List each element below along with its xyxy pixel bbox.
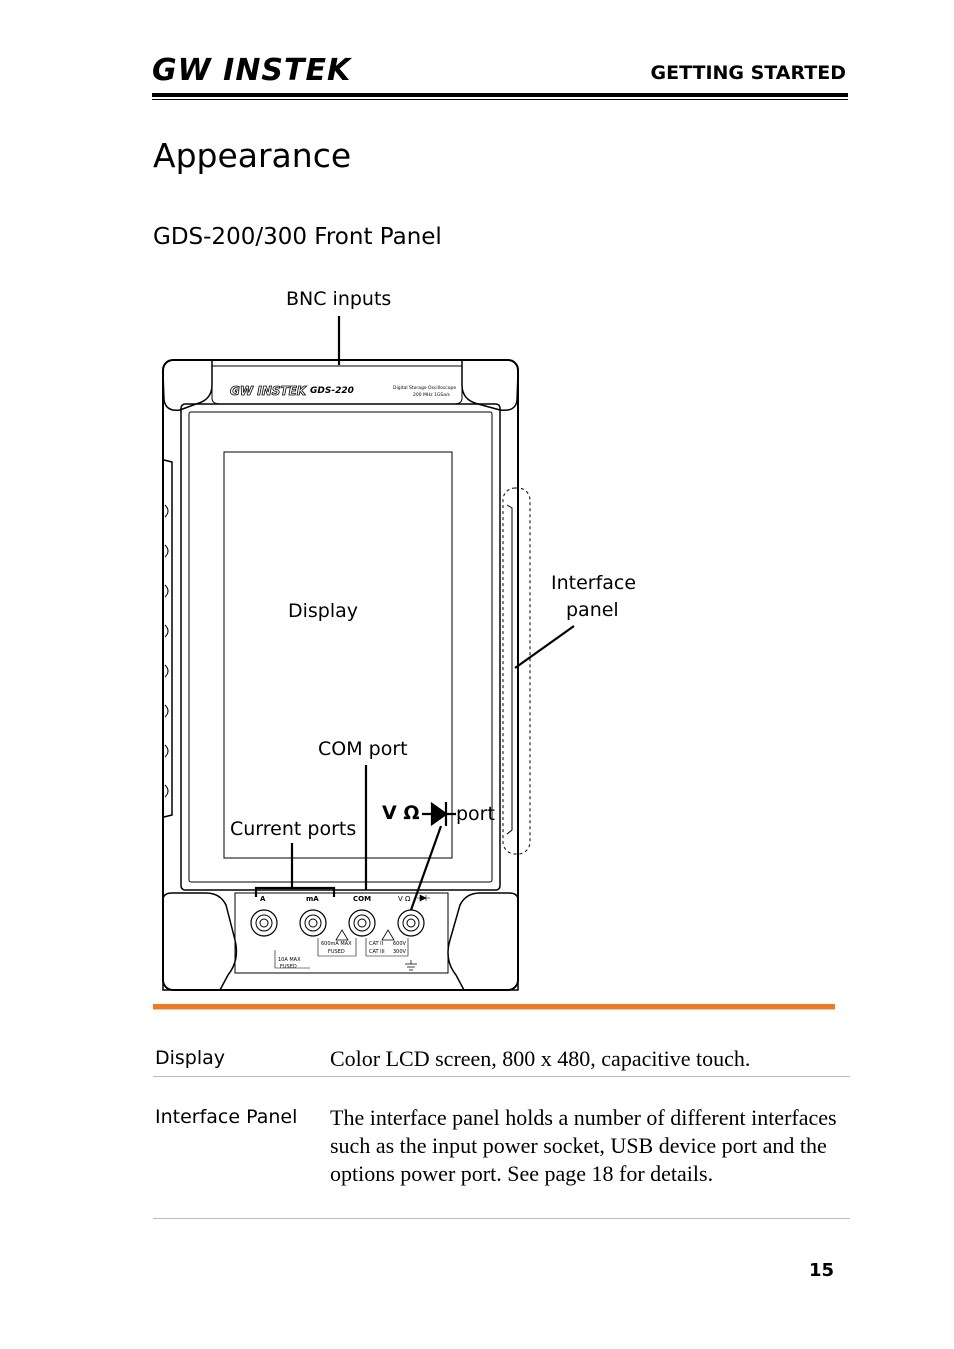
- brand-logo: GW INSTEK: [152, 53, 352, 88]
- header-rule-thin: [152, 99, 848, 100]
- term-display: Display: [155, 1047, 226, 1069]
- term-interface-panel: Interface Panel: [155, 1106, 298, 1128]
- ground-icon: [405, 960, 417, 971]
- row-divider-2: [153, 1218, 850, 1219]
- diode-icon: [422, 801, 456, 827]
- callout-interface-line2: panel: [566, 599, 619, 621]
- warning-icon-2: [381, 929, 395, 941]
- label-600ma-fused: FUSED: [328, 949, 345, 955]
- port-label-ma: mA: [306, 895, 319, 903]
- label-600ma-max: 600mA MAX: [321, 941, 352, 947]
- device-brand: GW INSTEK: [230, 384, 308, 398]
- label-300v: 300V: [393, 949, 407, 955]
- callout-current-ports: Current ports: [230, 818, 357, 840]
- interface-panel-outline: [502, 487, 531, 855]
- warning-icon: [335, 929, 349, 941]
- label-600v: 600V: [393, 941, 407, 947]
- display-area: [223, 451, 453, 859]
- section-title: GETTING STARTED: [650, 62, 846, 84]
- device-body: [162, 359, 519, 991]
- label-box-600ma: [317, 938, 357, 957]
- port-label-v: V Ω: [398, 895, 411, 903]
- diode-icon-small: [417, 894, 430, 902]
- callout-v-port: port: [456, 803, 495, 825]
- desc-interface-panel: The interface panel holds a number of di…: [330, 1105, 837, 1186]
- port-label-a: A: [260, 895, 266, 903]
- label-box-cat: [365, 938, 409, 957]
- port-label-com: COM: [353, 895, 371, 903]
- port-jacks: [250, 909, 425, 937]
- device-spec-1: Digital Storage Oscilloscope: [393, 385, 456, 391]
- callout-v-symbol: V Ω: [382, 802, 420, 824]
- front-panel-diagram: GW INSTEK GDS-220 Digital Storage Oscill…: [162, 316, 575, 991]
- page-number: 15: [808, 1260, 834, 1281]
- callout-com-port: COM port: [318, 738, 408, 760]
- label-cat-iii: CAT III: [369, 949, 385, 955]
- orange-divider: [153, 1004, 835, 1009]
- device-model: GDS-220: [310, 386, 354, 396]
- header-rule: [152, 93, 848, 97]
- grip-notches: [164, 504, 169, 798]
- label-cat-ii: CAT II: [369, 941, 383, 947]
- label-10a-max: 10A MAX: [278, 957, 301, 963]
- row-divider-1: [153, 1076, 850, 1077]
- device-spec-2: 200 MHz 1GSa/s: [413, 392, 451, 398]
- callout-display: Display: [288, 600, 359, 622]
- label-10a-fused: FUSED: [280, 964, 297, 970]
- orange-divider-shadow: [153, 1009, 835, 1010]
- label-box-10a: [274, 950, 310, 969]
- callout-lines: [254, 316, 575, 911]
- desc-display: Color LCD screen, 800 x 480, capacitive …: [330, 1046, 751, 1071]
- callout-bnc-inputs: BNC inputs: [286, 288, 392, 310]
- page-title: Appearance: [153, 136, 352, 175]
- section-subtitle: GDS-200/300 Front Panel: [153, 224, 442, 250]
- callout-interface-line1: Interface: [551, 572, 637, 594]
